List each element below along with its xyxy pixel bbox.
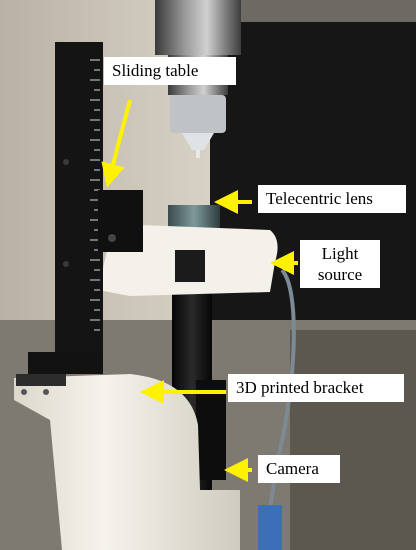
instrument-top (155, 0, 241, 55)
label-telecentric-lens: Telecentric lens (258, 185, 406, 213)
label-sliding-table: Sliding table (104, 57, 236, 85)
bracket-screw (43, 389, 49, 395)
bracket-clamp (16, 374, 66, 386)
rail-scale-ticks (90, 59, 100, 331)
nozzle (182, 133, 214, 150)
label-printed-bracket: 3D printed bracket (228, 374, 404, 402)
background-shadow (290, 330, 416, 550)
callout-arrows (101, 99, 298, 482)
needle-tip (196, 150, 200, 158)
backdrop-frame (210, 0, 416, 22)
rail-screw-hole (63, 159, 69, 165)
printed-bracket (14, 374, 240, 550)
blue-connector (258, 505, 282, 550)
instrument-tip-housing (170, 95, 226, 133)
light-ring-slot (175, 250, 205, 282)
label-camera: Camera (258, 455, 340, 483)
sliding-table-knob (108, 234, 116, 242)
bracket-screw (21, 389, 27, 395)
sliding-table-block (98, 190, 143, 252)
camera-body (196, 380, 226, 480)
arrow-sliding-table (101, 99, 132, 188)
graduated-rail (55, 42, 103, 360)
label-light-source-line1: Light (321, 244, 359, 263)
label-light-source-line2: source (317, 265, 363, 284)
rail-screw-hole (63, 261, 69, 267)
label-light-source: Light source (300, 240, 380, 288)
rail-foot (28, 352, 103, 374)
